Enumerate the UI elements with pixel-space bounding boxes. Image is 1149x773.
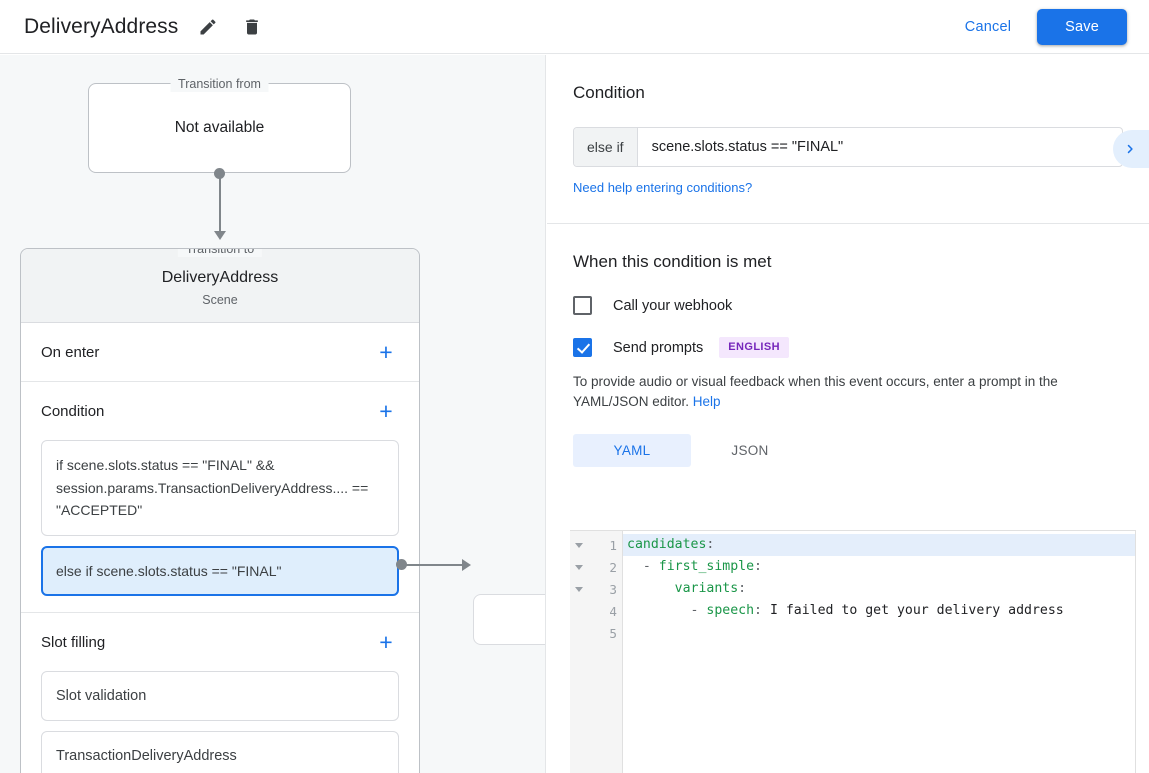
editor-gutter-row: 5 (570, 622, 622, 644)
flow-canvas[interactable]: Transition from Not available Transition… (0, 55, 546, 773)
scene-type: Scene (202, 293, 238, 307)
prompts-help-link[interactable]: Help (692, 394, 721, 409)
editor-line-number: 4 (609, 603, 617, 619)
transition-from-value: Not available (174, 119, 265, 136)
section-condition-header: Condition + (41, 382, 399, 440)
transition-to-legend: Transition to (177, 249, 263, 257)
transition-to-node: Transition to DeliveryAddress Scene On e… (20, 248, 420, 773)
fold-triangle-icon[interactable] (575, 564, 583, 570)
editor-line-number: 2 (609, 559, 617, 575)
section-on-enter-header: On enter + (41, 323, 399, 381)
fold-triangle-icon[interactable] (575, 542, 583, 548)
branch-connector-dot (396, 559, 407, 570)
top-app-bar: DeliveryAddress Cancel Save (0, 0, 1149, 54)
condition-expression-input[interactable] (637, 128, 1122, 166)
editor-format-tabs: YAML JSON (573, 434, 1123, 467)
section-slot-filling: Slot filling + Slot validation Transacti… (21, 613, 419, 773)
send-prompts-label: Send prompts (613, 339, 704, 356)
tab-yaml[interactable]: YAML (573, 434, 691, 467)
editor-gutter-row: 3 (570, 578, 622, 600)
when-condition-met-heading: When this condition is met (573, 252, 772, 271)
prompts-description: To provide audio or visual feedback when… (573, 372, 1123, 412)
chevron-right-icon[interactable] (1113, 130, 1149, 168)
editor-gutter-row: 2 (570, 556, 622, 578)
transition-from-legend: Transition from (170, 76, 269, 92)
fold-triangle-icon[interactable] (575, 586, 583, 592)
condition-prefix-label: else if (574, 128, 638, 166)
section-on-enter: On enter + (21, 323, 419, 382)
editor-line-number: 1 (609, 537, 617, 553)
section-slot-filling-title: Slot filling (41, 633, 106, 651)
section-condition: Condition + if scene.slots.status == "FI… (21, 382, 419, 613)
condition-list-item-selected[interactable]: else if scene.slots.status == "FINAL" (41, 545, 399, 596)
editor-code-line[interactable]: - speech: I failed to get your delivery … (627, 603, 1064, 618)
section-on-enter-title: On enter (41, 343, 100, 361)
condition-help-link[interactable]: Need help entering conditions? (573, 180, 753, 195)
editor-gutter-row: 1 (570, 534, 622, 556)
slot-list-item-validation[interactable]: Slot validation (41, 671, 399, 721)
transition-from-node[interactable]: Transition from Not available (88, 76, 351, 173)
editor-line-number: 5 (609, 625, 617, 641)
webhook-option-row[interactable]: Call your webhook (573, 296, 1123, 315)
connector-line (219, 173, 221, 233)
add-condition-button[interactable]: + (379, 397, 393, 424)
add-on-enter-button[interactable]: + (379, 338, 393, 365)
condition-heading: Condition (573, 83, 645, 102)
call-webhook-label: Call your webhook (613, 297, 733, 314)
page-title: DeliveryAddress (24, 14, 179, 38)
save-button[interactable]: Save (1037, 8, 1127, 45)
section-condition-title: Condition (41, 402, 105, 420)
trash-icon[interactable] (234, 9, 270, 45)
editor-code-line[interactable]: candidates: (623, 534, 1135, 556)
pencil-icon[interactable] (190, 9, 226, 45)
cancel-button[interactable]: Cancel (949, 10, 1027, 44)
tab-json[interactable]: JSON (731, 443, 769, 458)
editor-code-line[interactable] (623, 622, 1135, 644)
yaml-code-editor[interactable]: 1 2 3 4 5 candidates: - first_simple: varian… (570, 530, 1136, 773)
editor-code-line[interactable]: - first_simple: (627, 559, 762, 574)
send-prompts-checkbox[interactable] (573, 338, 592, 357)
branch-connector-line (402, 564, 464, 566)
branch-arrow-icon (462, 558, 471, 571)
editor-code-line[interactable]: variants: (674, 581, 747, 596)
editor-gutter-row: 4 (570, 600, 622, 622)
editor-line-number: 3 (609, 581, 617, 597)
prompts-description-text: To provide audio or visual feedback when… (573, 374, 1058, 409)
condition-expression-field[interactable]: else if (573, 127, 1123, 167)
editor-code-area[interactable]: candidates: - first_simple: variants: - … (623, 531, 1135, 773)
when-condition-met-block: When this condition is met Call your web… (547, 224, 1149, 467)
condition-list-item[interactable]: if scene.slots.status == "FINAL" && sess… (41, 440, 399, 536)
send-prompts-option-row[interactable]: Send prompts ENGLISH (573, 337, 1123, 358)
call-webhook-checkbox[interactable] (573, 296, 592, 315)
language-badge: ENGLISH (719, 337, 789, 358)
add-slot-button[interactable]: + (379, 628, 393, 655)
connector-arrow-icon (213, 231, 226, 240)
slot-list-item-transaction[interactable]: TransactionDeliveryAddress (41, 731, 399, 773)
target-node-empty[interactable] (473, 594, 545, 645)
scene-name: DeliveryAddress (161, 269, 279, 286)
condition-block: Condition else if Need help entering con… (547, 55, 1149, 224)
scene-header[interactable]: DeliveryAddress Scene (21, 249, 419, 323)
section-slot-filling-header: Slot filling + (41, 613, 399, 671)
editor-gutter: 1 2 3 4 5 (570, 531, 623, 773)
